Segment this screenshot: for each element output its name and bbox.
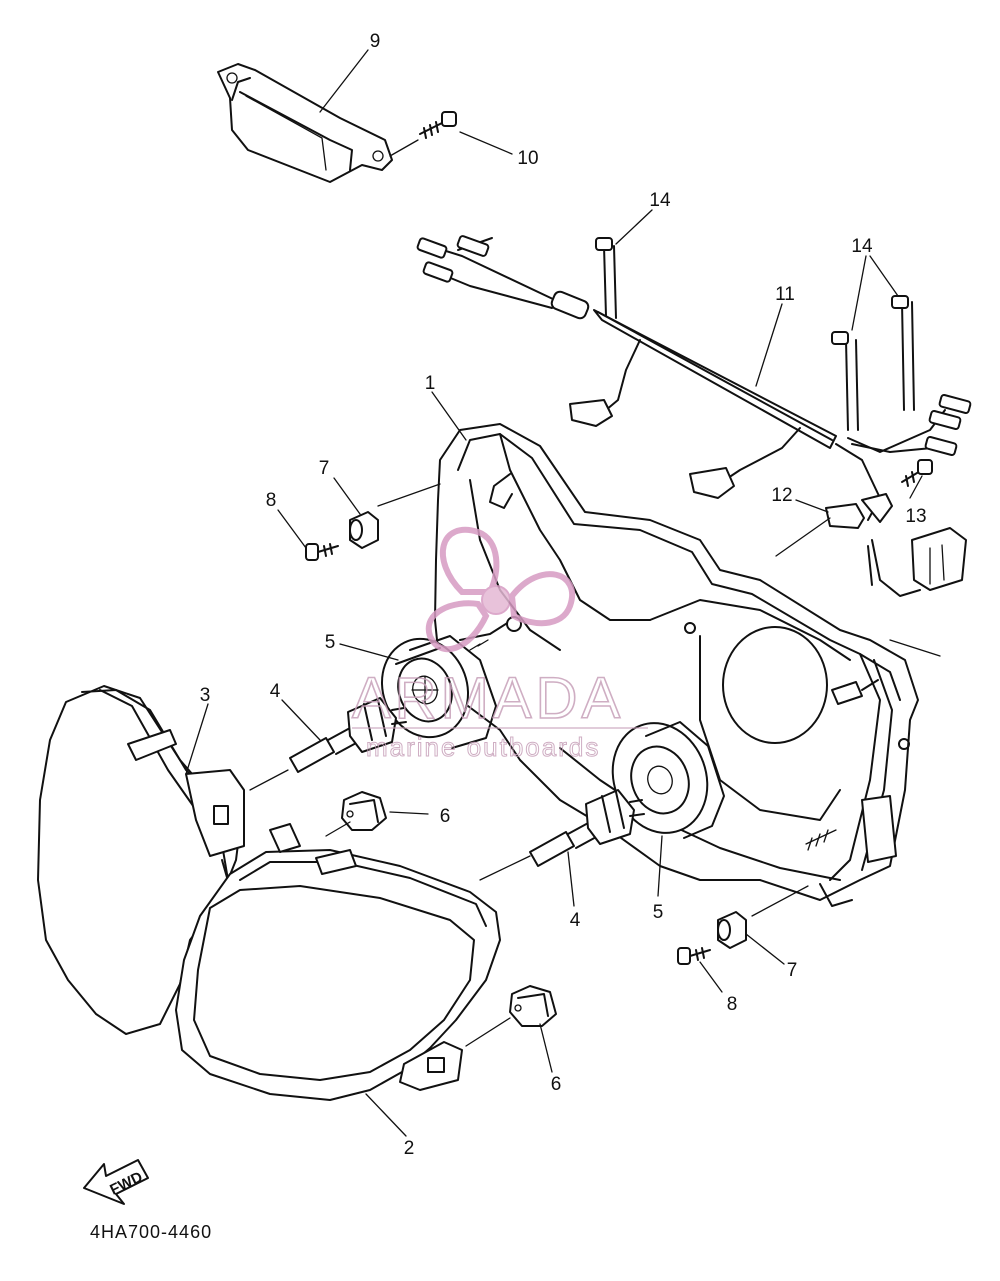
part-3-lens-left bbox=[37, 685, 245, 1035]
forward-direction-arrow-icon: FWD bbox=[83, 1159, 149, 1205]
callout-9: 9 bbox=[370, 31, 381, 52]
watermark: ARMADA marine outboards bbox=[351, 527, 648, 763]
callout-8-lower: 8 bbox=[727, 994, 738, 1015]
part-4-bulb-upper bbox=[289, 697, 407, 773]
part-6-grommet-lower bbox=[509, 985, 557, 1027]
part-14-cable-ties bbox=[595, 237, 915, 431]
callout-4-upper: 4 bbox=[270, 681, 281, 702]
part-8-screw-lower bbox=[677, 947, 711, 965]
callout-14-right: 14 bbox=[851, 236, 873, 257]
part-7-grommet-lower bbox=[717, 911, 747, 949]
watermark-brand: ARMADA bbox=[352, 666, 624, 731]
part-5-socket-cover-upper bbox=[380, 635, 497, 749]
part-7-grommet-upper bbox=[349, 511, 379, 549]
callout-5-upper: 5 bbox=[325, 632, 336, 653]
part-9-light-housing bbox=[217, 63, 393, 183]
callout-10: 10 bbox=[517, 148, 538, 169]
part-11-wire-harness bbox=[416, 235, 972, 597]
callout-4-lower: 4 bbox=[570, 910, 581, 931]
callout-5-lower: 5 bbox=[653, 902, 664, 923]
callout-3: 3 bbox=[200, 685, 211, 706]
callout-7-upper: 7 bbox=[319, 458, 330, 479]
part-6-grommet-upper bbox=[341, 791, 387, 831]
callout-labels: 9 10 14 14 11 1 7 8 12 13 5 4 3 6 4 5 7 … bbox=[200, 31, 927, 1159]
part-8-screw-upper bbox=[305, 543, 339, 561]
callout-6-upper: 6 bbox=[440, 806, 451, 827]
callout-2: 2 bbox=[404, 1138, 415, 1159]
part-2-lens-right bbox=[175, 823, 501, 1101]
callout-11: 11 bbox=[775, 284, 795, 305]
callout-1: 1 bbox=[425, 373, 436, 394]
diagram-part-code: 4HA700-4460 bbox=[90, 1222, 212, 1242]
part-4-bulb-lower bbox=[529, 789, 645, 867]
callout-12: 12 bbox=[771, 485, 792, 506]
callout-13: 13 bbox=[905, 506, 926, 527]
watermark-logo-icon bbox=[425, 527, 575, 653]
part-13-screw bbox=[901, 459, 933, 487]
leader-lines bbox=[185, 49, 941, 1137]
part-12-clamp bbox=[825, 493, 893, 529]
watermark-tagline: marine outboards bbox=[366, 732, 600, 762]
part-5-socket-cover-lower bbox=[611, 721, 725, 839]
part-10-screw bbox=[419, 111, 457, 139]
callout-14-top: 14 bbox=[649, 190, 671, 211]
callout-7-lower: 7 bbox=[787, 960, 798, 981]
callout-8-upper: 8 bbox=[266, 490, 277, 511]
part-1-headlight-body bbox=[434, 423, 919, 907]
callout-6-lower: 6 bbox=[551, 1074, 562, 1095]
